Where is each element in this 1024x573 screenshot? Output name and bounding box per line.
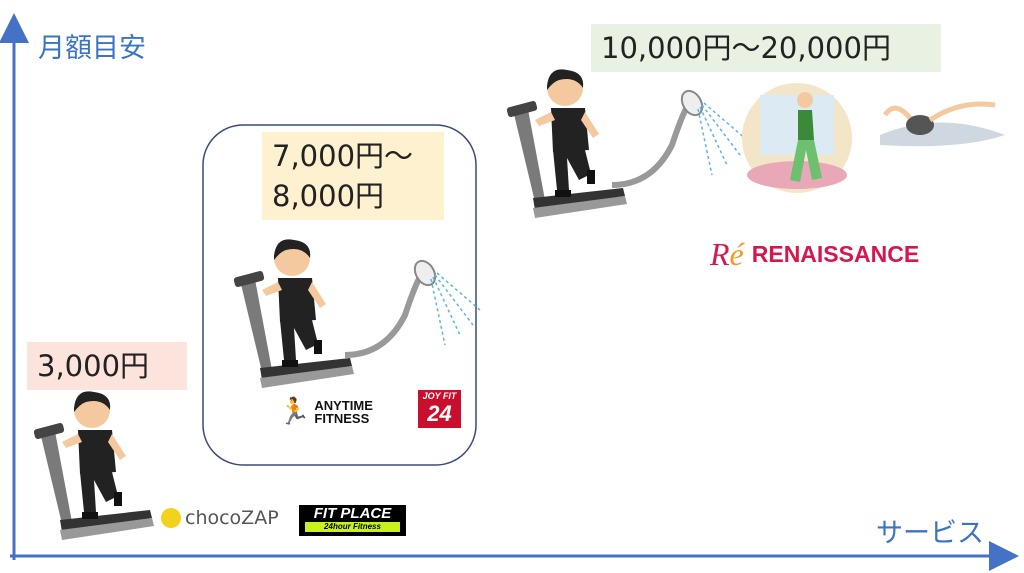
renaissance-mark-icon: Ré (710, 236, 744, 272)
fitplace-logo: FIT PLACE 24hour Fitness (299, 505, 406, 536)
joyfit24-logo: JOY FIT 24 (418, 390, 461, 428)
chocozap-mascot-icon (161, 508, 181, 528)
treadmill-runner-illustration (233, 239, 354, 388)
tier3-price: 10,000円～20,000円 (591, 24, 941, 72)
mid-tier-frame (202, 124, 477, 466)
anytime-fitness-logo: 🏃 ANYTIME FITNESS (278, 397, 373, 427)
y-axis-label: 月額目安 (38, 33, 146, 64)
renaissance-logo: Ré RENAISSANCE (710, 236, 920, 272)
tier2-price: 7,000円～ 8,000円 (262, 132, 444, 220)
tier1-price: 3,000円 (27, 342, 187, 390)
tier2-price-line1: 7,000円～ (272, 139, 414, 173)
treadmill-runner-illustration (33, 391, 154, 540)
chocozap-logo: chocoZAP (161, 505, 279, 531)
running-man-icon: 🏃 (278, 397, 311, 427)
treadmill-runner-illustration (506, 69, 627, 218)
tier2-price-line2: 8,000円 (272, 179, 385, 213)
x-axis-label: サービス (876, 518, 984, 549)
studio-illustration (742, 83, 852, 193)
shower-illustration (345, 257, 480, 355)
swimmer-illustration (880, 101, 1005, 147)
shower-illustration (612, 87, 747, 185)
